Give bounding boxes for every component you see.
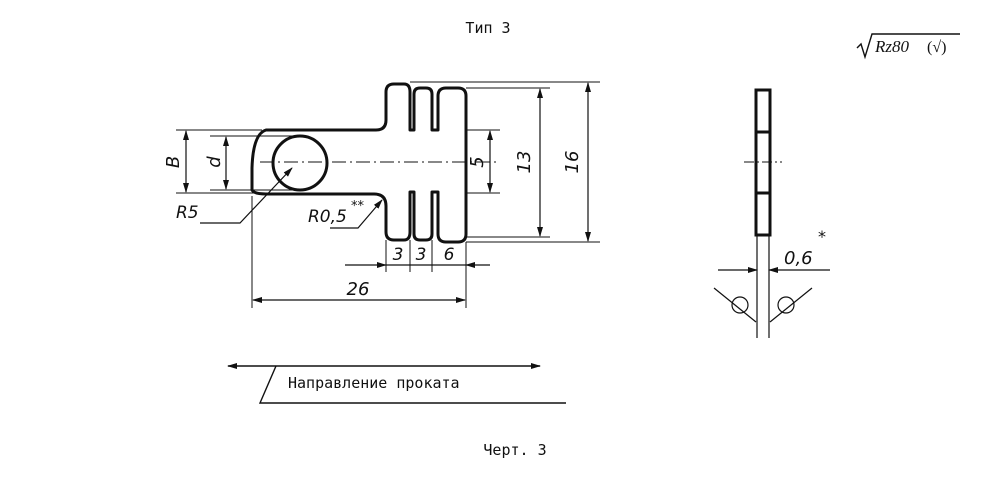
dim-13: 13 [514, 151, 535, 174]
dim-d: d [204, 156, 225, 168]
side-view [713, 88, 830, 338]
dim-b: B [163, 156, 184, 168]
extension-lines [176, 81, 600, 308]
dim-thickness: 0,6 [784, 248, 813, 269]
drawing-title: Тип 3 [465, 19, 510, 37]
dim-26: 26 [347, 279, 370, 300]
rolling-direction-arrow [227, 363, 566, 404]
hole-circle [271, 134, 329, 192]
dim-3-first: 3 [393, 245, 404, 265]
dimension-lines [183, 82, 591, 303]
dim-r05-mark: ** [351, 199, 365, 214]
part-outline [250, 82, 468, 244]
roughness-symbol: Rz80 (√) [856, 33, 960, 60]
roughness-suffix: (√) [927, 39, 946, 56]
dim-5: 5 [467, 156, 488, 167]
dim-16: 16 [562, 151, 583, 174]
dim-thickness-mark: * [818, 227, 826, 246]
drawing-caption: Черт. 3 [483, 441, 546, 459]
dim-r5: R5 [176, 203, 199, 223]
dim-r05: R0,5 [308, 207, 347, 227]
dim-3-second: 3 [416, 245, 427, 265]
roughness-value: Rz80 [874, 37, 910, 56]
rolling-direction-label: Направление проката [288, 374, 460, 392]
dim-6: 6 [444, 245, 455, 265]
